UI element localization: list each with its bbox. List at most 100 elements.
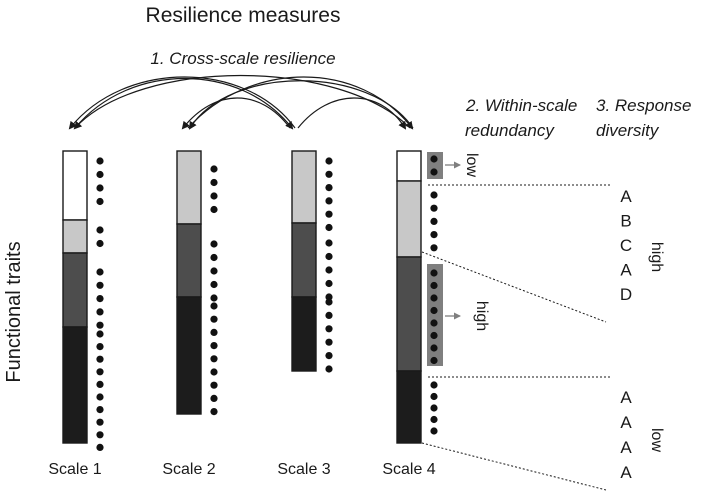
trait-dot [325,352,333,360]
trait-dot [210,240,218,248]
scale-4-segment-black [396,370,422,444]
scale-4-segment-mid-gray [396,256,422,372]
scale-1-segment-mid-gray [62,252,88,328]
response-diversity-label-line2: diversity [596,121,660,140]
scale-3-segment-light-gray [291,150,317,224]
arrow-scale3-to-scale1 [68,76,296,130]
arrow-scale1-to-scale3 [74,78,294,130]
trait-dot [96,330,104,338]
trait-dot [210,302,218,310]
high-redundancy-label: high [473,301,490,331]
trait-dot [430,404,438,412]
trait-dot [325,293,333,301]
scale-4-segment-white [396,150,422,182]
trait-dot [430,306,438,315]
trait-dot [96,308,104,316]
trait-dot [210,342,218,350]
trait-dot [325,338,333,346]
trait-dot [325,239,333,247]
scale-1-segment-light-gray [62,219,88,254]
trait-dot [430,331,438,340]
trait-dot [96,380,104,388]
scale-2: Scale 2 [162,150,218,478]
trait-dot [96,295,104,303]
trait-dot [430,344,438,352]
scale-4: Scale 4 [382,150,438,478]
within-scale-label-line2: redundancy [465,121,555,140]
arrow-scale4-to-scale1 [73,74,411,130]
trait-dot [210,294,218,302]
trait-dot [210,381,218,389]
low-redundancy-annotation: low [445,153,480,177]
trait-dot [96,197,104,206]
trait-dot [430,244,438,252]
scale-1-segment-black [62,326,88,444]
response-divider-lines [421,184,610,491]
response-letter: A [620,413,632,432]
trait-dot [96,406,104,414]
trait-dot [96,226,104,234]
trait-dot [430,281,438,290]
trait-dot [325,311,333,319]
trait-dot [96,157,104,165]
trait-dot [325,184,333,192]
scale-2-segment-light-gray [176,150,202,225]
trait-dot [430,356,438,365]
trait-dot [430,231,438,239]
trait-dot [430,168,438,176]
trait-dot [96,368,104,376]
scale-1-segment-white [62,150,88,221]
trait-dot [210,267,218,275]
response-letter: B [620,212,631,231]
response-letter: C [620,236,632,255]
response-low-label: low [648,428,665,452]
scale-2-segment-black [176,296,202,415]
scale-1-label: Scale 1 [48,461,101,478]
trait-dot [210,355,218,363]
trait-dot [210,205,218,214]
response-letter: A [620,388,632,407]
trait-dot [96,239,104,248]
trait-dot [325,197,333,205]
trait-dot [96,393,104,401]
trait-dot [210,315,218,323]
scale-1: Scale 1 [48,150,104,478]
trait-dot [430,392,438,401]
high-redundancy-annotation: high [445,301,490,331]
trait-dot [210,394,218,402]
divider-slant-upper [421,251,607,323]
trait-dot [325,325,333,333]
scale-2-segment-mid-gray [176,223,202,298]
trait-dot [210,368,218,376]
trait-dot [325,252,333,261]
divider-slant-lower [421,442,607,491]
trait-dot [430,217,438,225]
trait-dot [325,298,333,306]
within-scale-label-line1: 2. Within-scale [465,96,577,115]
trait-dot [325,210,333,218]
trait-dot [210,280,218,289]
high-redundancy-box [427,264,443,366]
trait-dot [325,266,333,274]
response-letter: D [620,285,632,304]
trait-dot [325,279,333,288]
trait-dot [96,443,104,451]
trait-dot [325,157,333,165]
response-letter: A [620,463,632,482]
trait-dot [96,355,104,363]
trait-dot [210,253,218,262]
trait-dot [96,418,104,426]
trait-dot [325,170,333,178]
trait-dot [430,294,438,302]
trait-dot [430,319,438,327]
trait-dot [430,427,438,435]
trait-dot [430,155,438,163]
trait-dot [96,170,104,179]
scale-4-label: Scale 4 [382,461,435,478]
trait-dot [430,381,438,389]
trait-dot [210,192,218,200]
trait-dot [96,268,104,276]
